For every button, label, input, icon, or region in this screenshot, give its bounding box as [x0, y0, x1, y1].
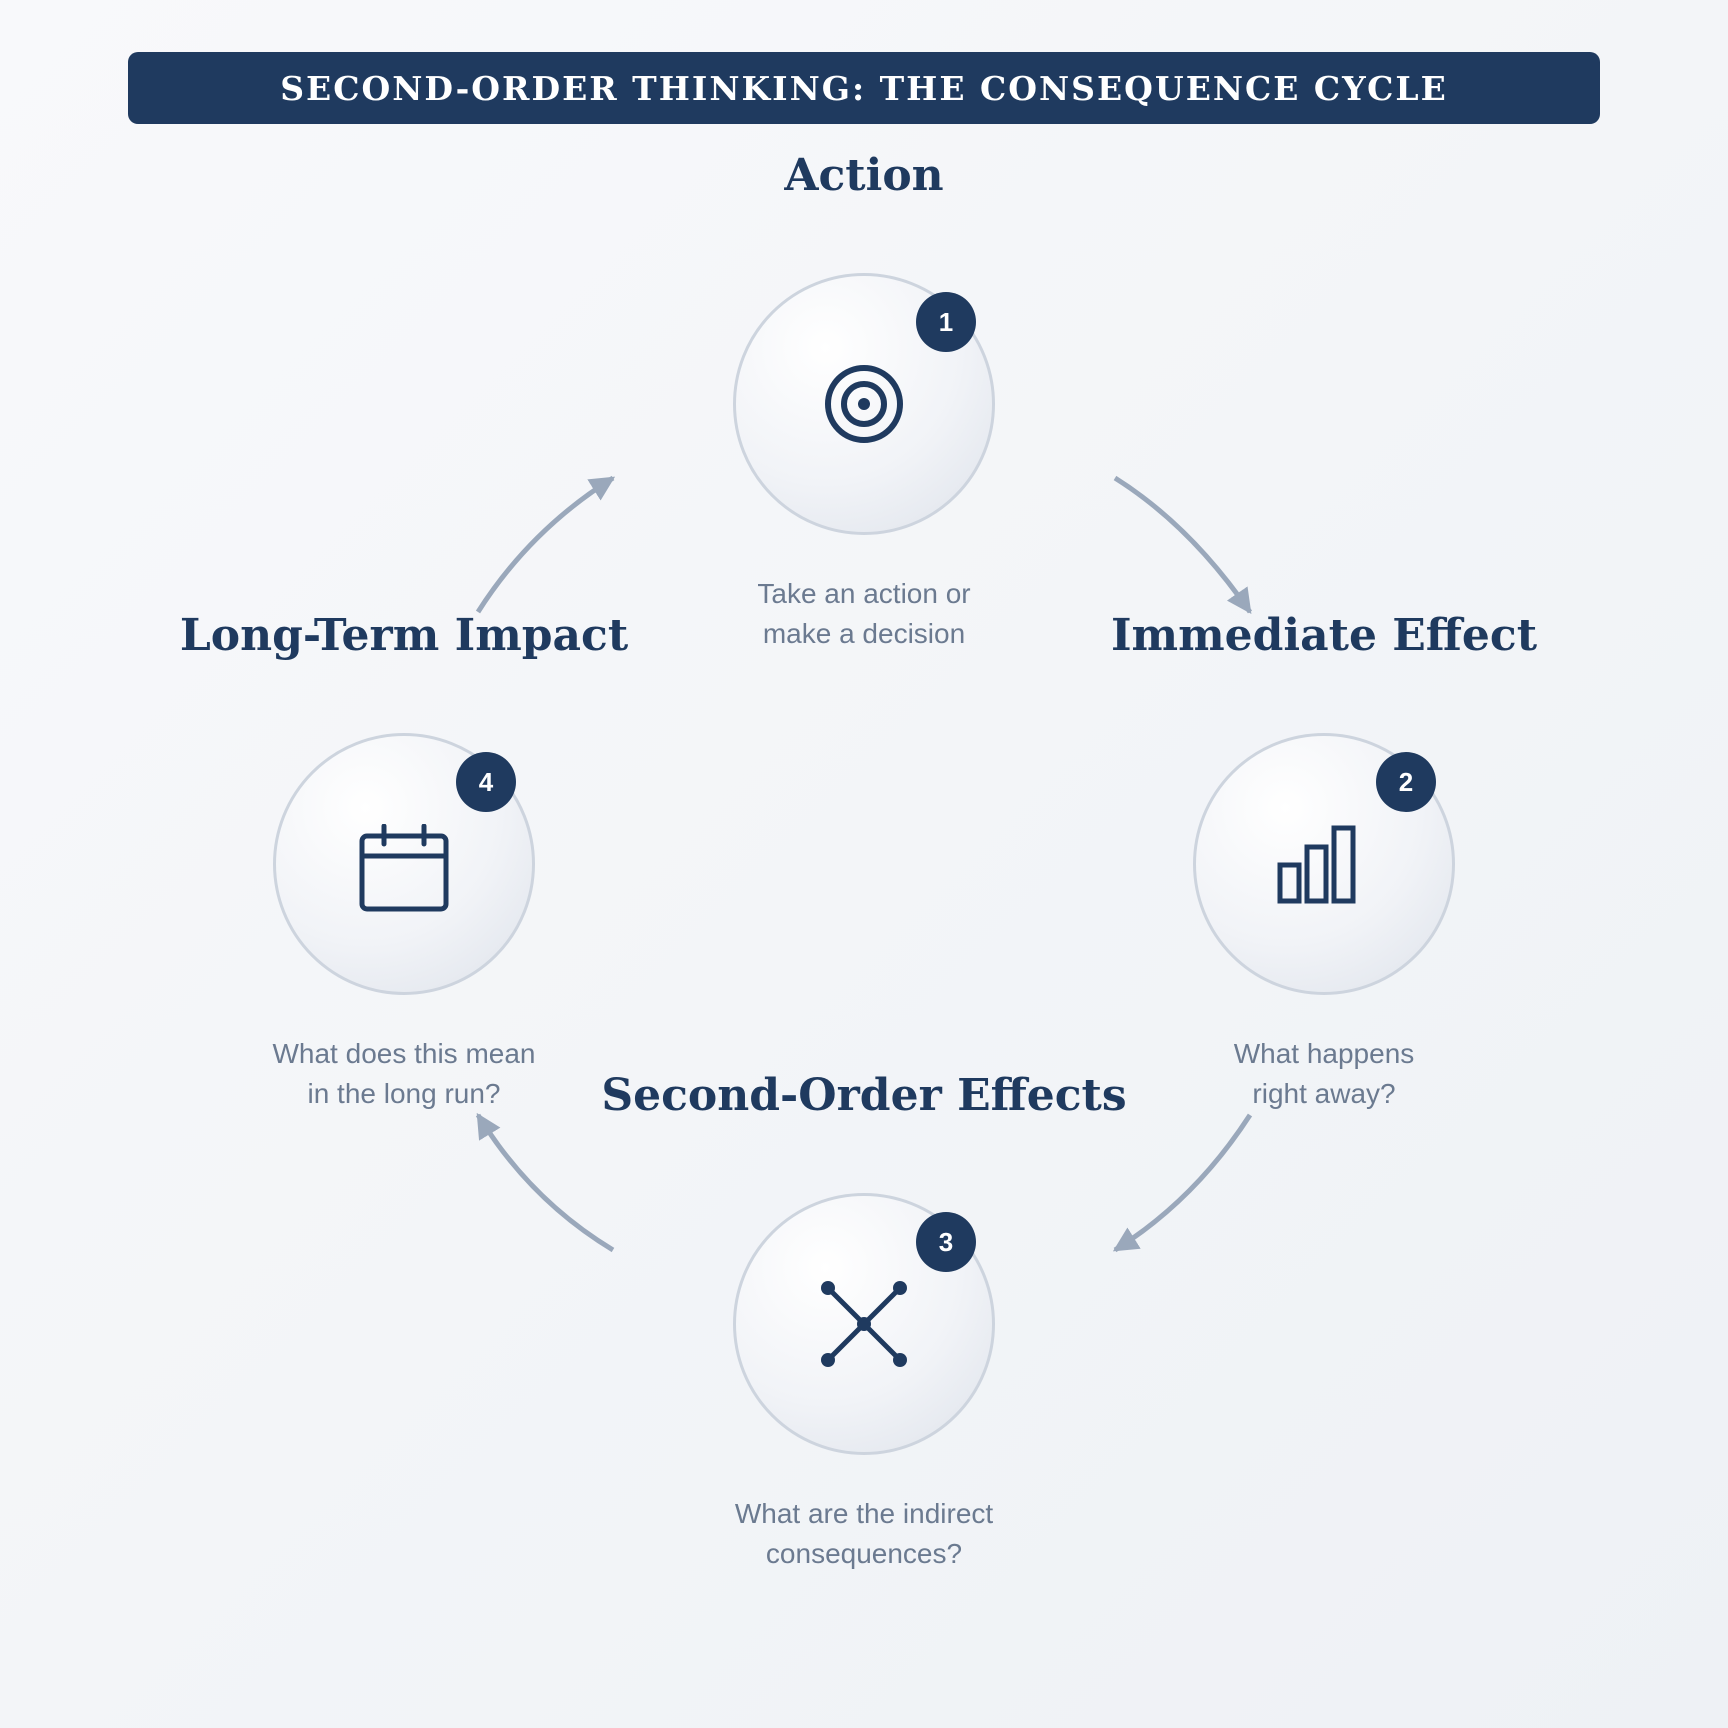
stage-description-action: Take an action or make a decision: [664, 574, 1064, 654]
step-badge-2: 2: [1376, 752, 1436, 812]
target-icon: [825, 365, 903, 443]
stage-title-action: Action: [784, 150, 944, 201]
step-badge-1: 1: [916, 292, 976, 352]
stage-title-immediate-effect: Immediate Effect: [1110, 610, 1538, 661]
stage-description-immediate-effect: What happens right away?: [1124, 1034, 1524, 1114]
diagram-title: SECOND-ORDER THINKING: THE CONSEQUENCE C…: [280, 68, 1448, 108]
stage-title-second-order-effects: Second-Order Effects: [601, 1070, 1127, 1121]
step-badge-3: 3: [916, 1212, 976, 1272]
arrow-long-term-to-action: [475, 475, 616, 614]
description-line: Take an action or: [757, 578, 971, 609]
description-line: What does this mean: [272, 1038, 536, 1069]
description-line: make a decision: [762, 618, 966, 649]
step-badge-4: 4: [456, 752, 516, 812]
arrow-immediate-to-second-order: [1112, 1113, 1253, 1253]
network-cross-icon: [821, 1281, 907, 1367]
description-line: in the long run?: [307, 1078, 501, 1109]
description-line: right away?: [1252, 1078, 1396, 1109]
calendar-icon: [359, 824, 449, 912]
description-line: What happens: [1233, 1038, 1415, 1069]
stage-description-long-term-impact: What does this mean in the long run?: [204, 1034, 604, 1114]
stage-title-long-term-impact: Long-Term Impact: [179, 610, 629, 661]
description-line: consequences?: [765, 1538, 963, 1569]
stage-description-second-order-effects: What are the indirect consequences?: [664, 1494, 1064, 1574]
description-line: What are the indirect: [734, 1498, 994, 1529]
arrow-action-to-immediate: [1113, 475, 1253, 615]
bar-chart-icon: [1277, 825, 1356, 904]
header-banner: SECOND-ORDER THINKING: THE CONSEQUENCE C…: [128, 52, 1600, 124]
arrow-second-order-to-long-term: [475, 1112, 615, 1253]
